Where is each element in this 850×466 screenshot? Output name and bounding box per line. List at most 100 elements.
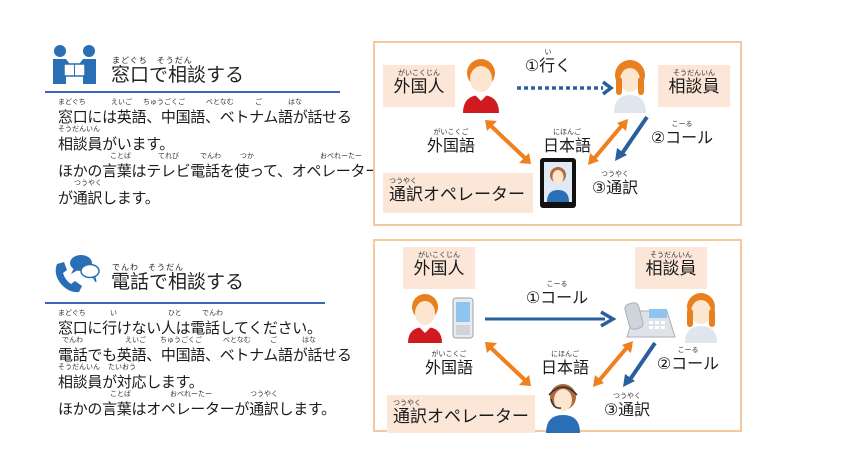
step1-go-label: い ①行く [513, 47, 583, 75]
consultant-label: そうだんいん 相談員 [658, 65, 730, 107]
dotted-arrow-go [517, 80, 614, 96]
ruby: ひと [168, 309, 182, 317]
text: 相談員 [668, 77, 720, 97]
operator-label: つうやく 通訳オペレーター [383, 173, 533, 213]
foreigner-person-icon [463, 59, 499, 113]
ruby: そうだんいん [58, 125, 100, 133]
foreigner-label: がいこくじん 外国人 [383, 65, 455, 107]
ruby: つうやく [250, 390, 278, 398]
orange-double-arrow-right [593, 341, 633, 387]
phone-consultation-icon [55, 255, 100, 293]
blue-arrow-call [615, 115, 649, 161]
text: 通訳オペレーター [389, 185, 525, 205]
ruby: つうやく [74, 179, 102, 187]
ruby: がいこくじん [418, 251, 460, 259]
phone-line-1: まどぐち い ひと でんわ 窓口に行けない人は電話してください。 [58, 308, 358, 337]
text: ①コール [525, 288, 589, 307]
ruby: でんわ [62, 336, 83, 344]
ruby: ご [255, 98, 262, 106]
desk-phone-icon [624, 302, 676, 338]
ruby: い [110, 309, 117, 317]
consultant-label: そうだんいん 相談員 [635, 247, 707, 289]
ruby: えいご [125, 336, 146, 344]
ruby: でんわ [200, 152, 221, 160]
counter-line-2: そうだんいん 相談員がいます。 [58, 124, 358, 153]
text: 通訳オペレーター [393, 407, 529, 427]
orange-double-arrow-left [485, 342, 531, 386]
phone-line-3: そうだんいん たいおう 相談員が対応します。 [58, 362, 358, 391]
ruby: そうだんいん [58, 363, 100, 371]
headset-operator-icon [546, 384, 580, 433]
ruby: こーる [677, 346, 699, 354]
ruby: でんわ [202, 309, 223, 317]
ruby: はな [302, 336, 316, 344]
ruby: がいこくご [431, 350, 467, 358]
orange-double-arrow-left [485, 120, 531, 164]
counter-flow-diagram: がいこくじん 外国人 い ①行く そうだんいん 相談員 がいこくご 外国語 にほ… [373, 41, 742, 226]
step3-interpret-label: つうやく ③通訳 [597, 391, 657, 419]
mobile-phone-icon [452, 297, 474, 339]
blue-arrow-call [623, 341, 657, 387]
text: ②コール [650, 128, 714, 147]
counter-title: 窓口で相談する [111, 64, 245, 86]
text: ①行く [524, 56, 572, 75]
ruby: ことば [110, 390, 131, 398]
text: ほかの言葉はオペレーターが通訳します。 [58, 400, 336, 418]
text: 外国人 [393, 77, 445, 97]
ruby: つか [240, 152, 254, 160]
counter-title-ruby: まどぐち そうだん [112, 56, 193, 65]
ruby: べとなむ [223, 336, 251, 344]
phone-line-4: ことば おぺれーたー つうやく ほかの言葉はオペレーターが通訳します。 [58, 389, 358, 418]
ruby: にほんご [553, 128, 581, 136]
japanese-label: にほんご 日本語 [535, 349, 595, 377]
counter-title-divider [45, 91, 340, 93]
step3-interpret-label: つうやく ③通訳 [585, 169, 645, 197]
ruby: まどぐち [58, 309, 86, 317]
counter-consultation-icon [53, 45, 96, 84]
text: 相談員がいます。 [58, 135, 175, 153]
ruby: たいおう [108, 363, 136, 371]
step1-call-label: こーる ①コール [517, 279, 597, 307]
solid-arrow-call [485, 310, 617, 328]
foreigner-label: がいこくじん 外国人 [403, 247, 475, 289]
ruby: ちゅうごくご [160, 336, 202, 344]
ruby: がいこくご [433, 128, 469, 136]
ruby: ご [270, 336, 277, 344]
counter-description: まどぐち えいご ちゅうごくご べとなむ ご はな 窓口には英語、中国語、ベトナ… [58, 97, 380, 207]
step2-call-label: こーる ②コール [653, 345, 723, 373]
ruby: こーる [671, 120, 693, 128]
ruby: がいこくじん [398, 69, 440, 77]
text: 窓口には英語、中国語、ベトナム語が話せる [58, 108, 352, 126]
ruby: てれび [158, 152, 179, 160]
ruby: にほんご [551, 350, 579, 358]
text: が通訳します。 [58, 189, 160, 207]
counter-line-1: まどぐち えいご ちゅうごくご べとなむ ご はな 窓口には英語、中国語、ベトナ… [58, 97, 358, 126]
ruby: つうやく [613, 392, 641, 400]
phone-line-2: でんわ えいご ちゅうごくご べとなむ ご はな 電話でも英語、中国語、ベトナム… [58, 335, 358, 364]
ruby: そうだんいん [673, 69, 715, 77]
text: ほかの言葉はテレビ電話を使って、オペレーター [58, 162, 380, 180]
text: 日本語 [542, 136, 591, 155]
ruby: い [544, 48, 552, 56]
ruby: べとなむ [206, 98, 234, 106]
ruby: はな [288, 98, 302, 106]
foreign-language-label: がいこくご 外国語 [419, 349, 479, 377]
phone-flow-diagram: がいこくじん 外国人 こーる ①コール そうだんいん 相談員 がいこくご [373, 239, 742, 433]
ruby: つうやく [393, 399, 421, 407]
phone-title-divider [45, 302, 325, 304]
japanese-label: にほんご 日本語 [537, 127, 597, 155]
consultant-person-icon [685, 293, 717, 343]
text: 日本語 [540, 358, 589, 377]
phone-description: まどぐち い ひと でんわ 窓口に行けない人は電話してください。 でんわ えいご… [58, 308, 358, 418]
foreigner-person-icon [408, 294, 442, 343]
ruby: まどぐち [58, 98, 86, 106]
counter-line-4: つうやく が通訳します。 [58, 178, 358, 207]
text: 外国人 [413, 259, 465, 279]
ruby: そうだんいん [650, 251, 692, 259]
text: 相談員が対応します。 [58, 373, 204, 391]
text: 電話でも英語、中国語、ベトナム語が話せる [58, 346, 352, 364]
operator-label: つうやく 通訳オペレーター [387, 395, 535, 433]
ruby: おぺれーたー [320, 152, 362, 160]
text: 外国語 [426, 136, 475, 155]
ruby: ちゅうごくご [143, 98, 185, 106]
